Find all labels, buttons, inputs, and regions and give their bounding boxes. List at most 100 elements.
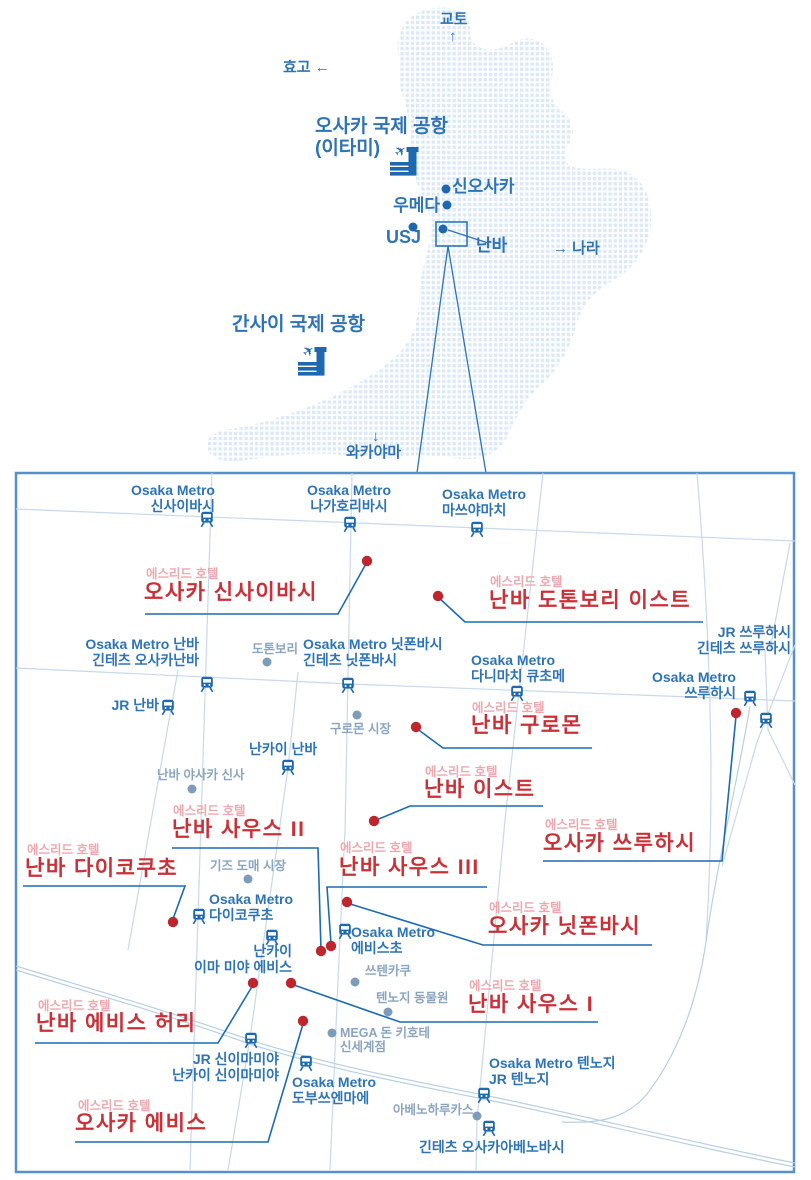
city-umeda: 우메다 [393, 196, 440, 215]
station-label-shinsaibashi: Osaka Metro 신사이바시 [131, 482, 215, 514]
landmark-label-kizu-market: 기즈 도매 시장 [210, 859, 286, 873]
station-line: Osaka Metro [471, 652, 556, 668]
landmark-dot-6 [327, 1028, 337, 1038]
station-line: 난카이 신이마미야 [172, 1067, 279, 1083]
station-line: Osaka Metro [209, 891, 294, 907]
hotel-name-namba-east: 난바 이스트 [424, 778, 536, 801]
station-label-namba: Osaka Metro 난바 긴테츠 오사카난바 [85, 636, 199, 668]
station-label-ebisucho: Osaka Metro 에비스초 [351, 924, 435, 956]
hotel-dots [167, 555, 742, 1027]
direction-wakayama: 와카야마 [346, 444, 402, 461]
station-label-nankai-namba: 난카이 난바 [249, 741, 317, 757]
city-shinosaka: 신오사카 [452, 177, 515, 196]
landmark-dot-3 [243, 874, 253, 884]
station-label-imamiya-ebisu: 난카이 이마 미야 에비스 [194, 943, 292, 975]
detail-map-border [14, 471, 796, 1174]
landmark-dot-5 [383, 1007, 393, 1017]
landmark-dot-1 [352, 710, 362, 720]
station-line: Osaka Metro [351, 924, 436, 940]
station-line: Osaka Metro 텐노지 [489, 1055, 616, 1071]
direction-kyoto: 교토 [440, 11, 468, 28]
hotel-name-namba-dotonbori-east: 난바 도톤보리 이스트 [489, 589, 692, 612]
station-line: 난카이 난바 [249, 741, 318, 757]
direction-nara: → 나라 [553, 240, 600, 257]
station-line: 긴테츠 오사카난바 [92, 652, 199, 668]
hotel-dot-0 [361, 555, 373, 567]
usj-dot [408, 222, 418, 232]
shinosaka-dot [441, 184, 451, 194]
arrow-down-icon: ↓ [372, 428, 380, 445]
station-line: Osaka Metro [292, 1074, 377, 1090]
plane-icon: ✈ [299, 341, 318, 361]
hotel-brand: 에스리드 호텔 [38, 999, 111, 1013]
landmark-line: MEGA 돈 키호테 [340, 1026, 430, 1040]
hotel-dot-10 [285, 977, 297, 989]
connector-hotel-2 [415, 727, 592, 749]
hotel-name-namba-ebisu-hori: 난바 에비스 허리 [36, 1012, 197, 1035]
hotel-name-osaka-ebisu: 오사카 에비스 [75, 1112, 208, 1135]
hotel-dot-3 [368, 815, 380, 827]
connector-hotel-7 [326, 886, 487, 945]
station-label-abenobashi: 긴테츠 오사카아베노바시 [419, 1139, 565, 1155]
hotel-name-namba-south-3: 난바 사우스 III [339, 856, 480, 879]
namba-leader-line [447, 229, 489, 244]
kansai-airport-icon: ✈ [298, 341, 327, 376]
station-line: Osaka Metro [442, 486, 527, 502]
hotel-name-osaka-tsuruhashi: 오사카 쓰루하시 [543, 832, 697, 855]
hotel-name-osaka-shinsaibashi: 오사카 신사이바시 [144, 581, 318, 604]
hotel-name-osaka-nipponbashi: 오사카 닛폰바시 [488, 915, 642, 938]
hotel-name-namba-daikokucho: 난바 다이코쿠초 [25, 857, 179, 880]
zoom-guide-lines [416, 245, 487, 474]
station-line: 나가호리바시 [310, 498, 388, 514]
city-namba: 난바 [476, 236, 508, 255]
street-lines [15, 472, 796, 1171]
namba-dot [438, 224, 448, 234]
hotel-connector-lines [23, 561, 737, 1143]
hotel-brand: 에스리드 호텔 [146, 567, 219, 581]
landmark-label-kuromon-market: 구로몬 시장 [330, 722, 391, 736]
station-line: JR 신이마미야 [192, 1051, 279, 1067]
hotel-dot-5 [315, 945, 327, 957]
direction-hyogo: 효고 ← [283, 59, 330, 76]
landmark-dots [187, 657, 482, 1121]
landmark-label-yasaka-shrine: 난바 야사카 신사 [157, 768, 245, 782]
landmark-dot-4 [350, 977, 360, 987]
station-label-tsuruhashi-metro: Osaka Metro 쓰루하시 [652, 669, 736, 701]
hotel-dot-7 [325, 940, 337, 952]
hotel-dot-11 [297, 1015, 309, 1027]
hotel-brand: 에스리드 호텔 [472, 701, 545, 715]
connector-hotel-4 [543, 715, 737, 862]
itami-airport-subname: (이타미) [315, 138, 381, 159]
hotel-brand: 에스리드 호텔 [78, 1099, 151, 1113]
station-label-jr-namba: JR 난바 [111, 697, 159, 713]
hotel-brand: 에스리드 호텔 [545, 818, 618, 832]
kansai-airport-label: 간사이 국제 공항 [232, 314, 365, 335]
hotel-brand: 에스리드 호텔 [425, 765, 498, 779]
landmark-label-tsutenkaku: 쓰텐카쿠 [365, 964, 412, 978]
station-line: 신사이바시 [150, 498, 215, 514]
hotel-brand: 에스리드 호텔 [469, 979, 542, 993]
station-label-dobutsuenmae: Osaka Metro 도부쓰엔마에 [292, 1074, 376, 1106]
landmark-line: 신세계점 [340, 1040, 387, 1054]
city-usj: USJ [386, 227, 422, 247]
station-label-nipponbashi: Osaka Metro 닛폰바시 긴테츠 닛폰바시 [303, 636, 442, 668]
hotel-dot-4 [730, 707, 742, 719]
station-line: Osaka Metro [306, 482, 392, 498]
hotel-brand: 에스리드 호텔 [27, 843, 100, 857]
hotel-dot-2 [410, 721, 422, 733]
railway-lines [15, 705, 796, 1168]
connector-hotel-9 [35, 984, 254, 1044]
hotel-dot-1 [432, 590, 444, 602]
umeda-dot [442, 200, 452, 210]
connector-hotel-0 [145, 561, 368, 615]
connector-hotel-3 [373, 805, 543, 822]
namba-zoom-box [435, 221, 468, 247]
connector-hotel-6 [23, 885, 187, 920]
landmark-dot-7 [472, 1111, 482, 1121]
hotel-name-namba-kuromon: 난바 구로몬 [471, 714, 583, 737]
landmark-label-mega-donki: MEGA 돈 키호테 신세계점 [340, 1026, 430, 1054]
arrow-up-icon: ↑ [449, 28, 457, 45]
station-line: 다이코쿠초 [209, 907, 274, 923]
station-line: 다니마치 큐초메 [471, 668, 566, 684]
